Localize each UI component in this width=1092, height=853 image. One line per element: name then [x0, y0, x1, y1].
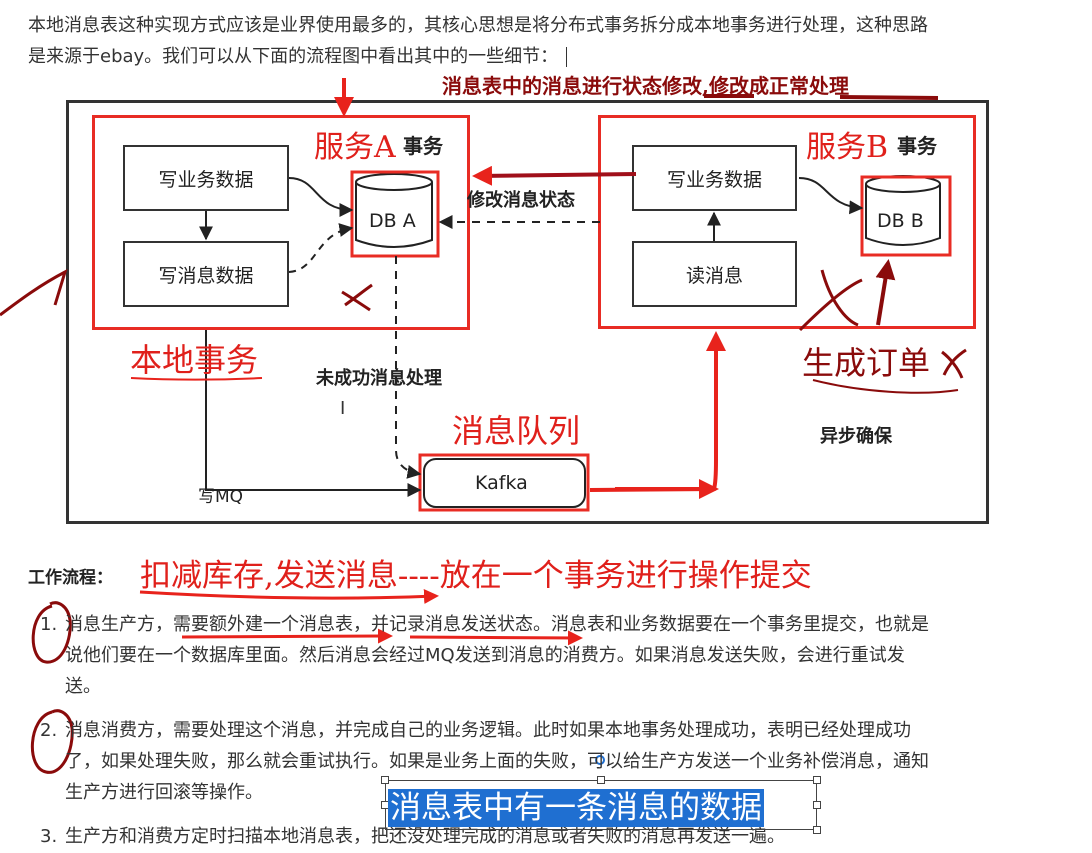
db-a-label: DB A	[369, 210, 416, 232]
list-item-number: 2.	[40, 720, 58, 741]
resize-handle[interactable]	[381, 776, 389, 784]
text-cursor-icon: I	[340, 398, 346, 419]
intro-paragraph: 本地消息表这种实现方式应该是业界使用最多的，其核心思想是将分布式事务拆分成本地事…	[28, 10, 1068, 72]
resize-handle[interactable]	[813, 801, 821, 809]
text-cursor	[566, 47, 568, 67]
async-label: 异步确保	[820, 426, 892, 447]
intro-line-2: 是来源于ebay。我们可以从下面的流程图中看出其中的一些细节：	[28, 41, 1068, 72]
list-item-number: 1.	[40, 614, 58, 635]
resize-handle[interactable]	[813, 826, 821, 834]
list-item-line: 消息消费方，需要处理这个消息，并完成自己的业务逻辑。此时如果本地事务处理成功，表…	[65, 720, 911, 741]
write-business-data-a: 写业务数据	[123, 145, 289, 211]
service-a-handwritten: 服务A	[314, 130, 396, 165]
list-item-line: 消息生产方，需要额外建一个消息表，并记录消息发送状态。消息表和业务数据要在一个事…	[65, 614, 929, 635]
resize-handle[interactable]	[597, 776, 605, 784]
unsuccessful-label: 未成功消息处理	[316, 368, 442, 389]
list-item-line: 送。	[65, 676, 101, 697]
read-message: 读消息	[632, 241, 797, 307]
service-a-box	[92, 115, 470, 330]
service-b-handwritten: 服务B	[806, 130, 889, 165]
modify-status-label: 修改消息状态	[467, 190, 575, 211]
db-b-redbox	[860, 175, 952, 257]
db-b-cylinder	[865, 175, 941, 246]
list-item-line: 说他们要在一个数据库里面。然后消息会经过MQ发送到消息的消费方。如果消息发送失败…	[65, 645, 905, 666]
service-a-title: 事务	[403, 134, 443, 158]
resize-handle[interactable]	[813, 776, 821, 784]
list-item-line: 生产方和消费方定时扫描本地消息表，把还没处理完成的消息或者失败的消息再发送一遍。	[65, 826, 785, 847]
write-business-data-b: 写业务数据	[632, 145, 797, 211]
intro-line-1: 本地消息表这种实现方式应该是业界使用最多的，其核心思想是将分布式事务拆分成本地事…	[28, 15, 928, 36]
db-a-cylinder	[355, 173, 433, 248]
queue-handwritten: 消息队列	[452, 412, 581, 450]
list-item-line: 生产方进行回滚等操作。	[65, 782, 263, 803]
local-tx-handwritten: 本地事务	[130, 341, 259, 379]
kafka-label: Kafka	[475, 472, 528, 494]
db-b-label: DB B	[877, 210, 924, 232]
flow-diagram	[66, 100, 989, 524]
top-annotation: 消息表中的消息进行状态修改,修改成正常处理	[442, 74, 849, 98]
kafka-box	[423, 458, 586, 508]
list-item-line: 了，如果处理失败，那么就会重试执行。如果是业务上面的失败，可以给生产方发送一个业…	[65, 751, 929, 772]
selected-textbox-text[interactable]: 消息表中有一条消息的数据	[388, 789, 764, 827]
workflow-heading: 工作流程：	[28, 568, 113, 588]
gen-order-handwritten: 生成订单	[802, 344, 931, 382]
deduct-annotation: 扣减库存,发送消息----放在一个事务进行操作提交	[140, 558, 812, 594]
write-message-data: 写消息数据	[123, 241, 289, 307]
write-mq-label: 写MQ	[198, 487, 244, 507]
list-item-number: 3.	[40, 826, 58, 847]
service-b-title: 事务	[897, 134, 937, 158]
kafka-redbox	[418, 453, 590, 512]
